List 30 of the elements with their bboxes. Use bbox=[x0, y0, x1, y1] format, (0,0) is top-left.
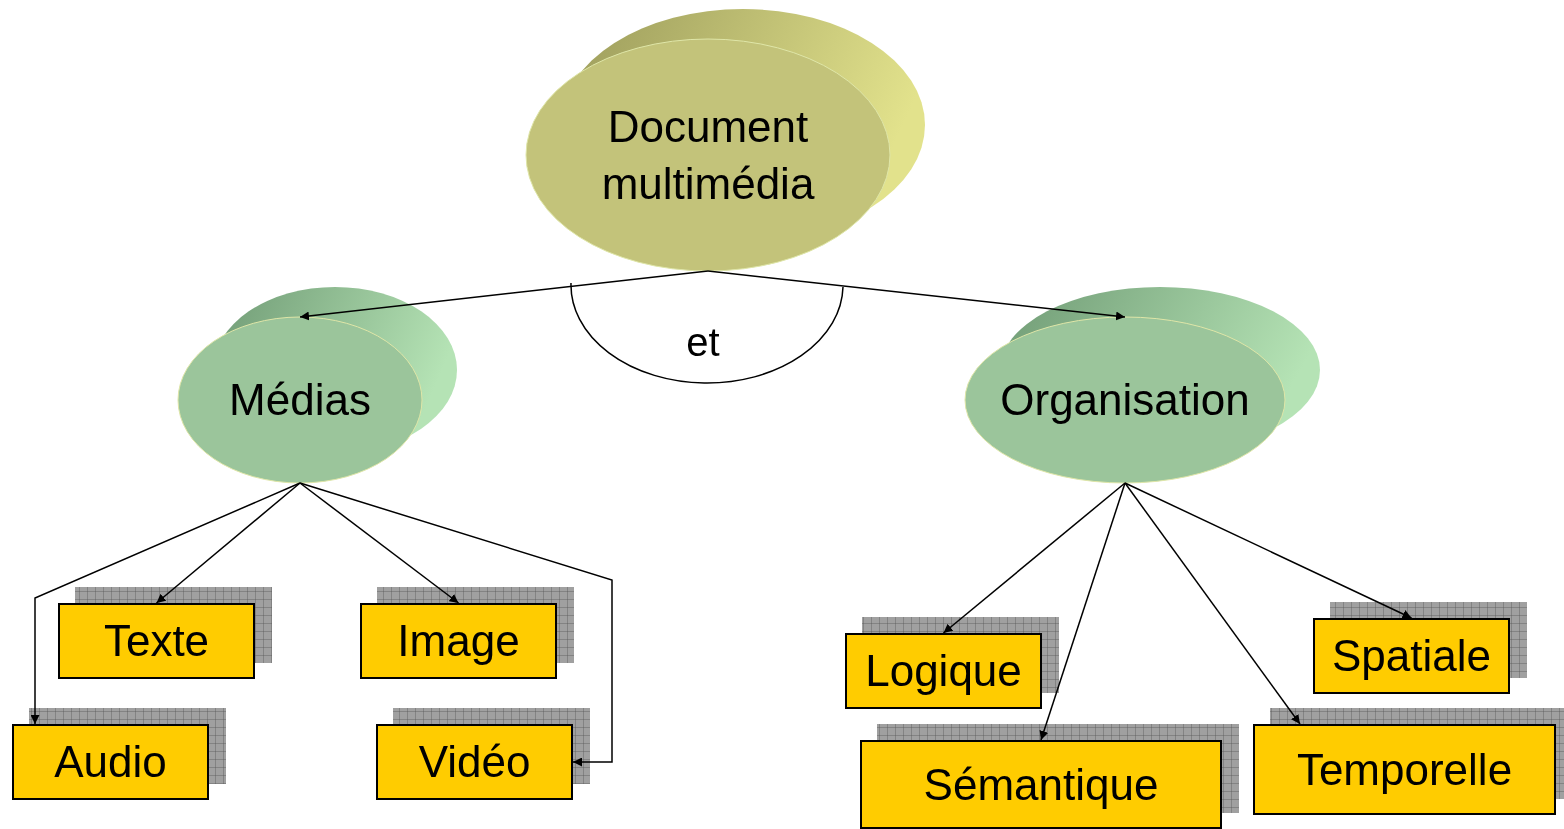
node-label: Audio bbox=[54, 736, 167, 789]
arrow bbox=[1039, 482, 1126, 741]
node-label: Médias bbox=[229, 374, 371, 427]
label-box bbox=[360, 603, 557, 679]
label-box bbox=[12, 724, 209, 800]
arrow bbox=[299, 482, 613, 767]
node-label: Document multimédia bbox=[600, 100, 816, 210]
arrow bbox=[299, 270, 709, 321]
node-label: Organisation bbox=[1000, 374, 1250, 427]
label-box bbox=[1313, 618, 1510, 694]
node-label: Logique bbox=[865, 645, 1022, 698]
label-box bbox=[845, 633, 1042, 709]
arrow bbox=[1124, 482, 1301, 725]
node-label: Spatiale bbox=[1332, 630, 1491, 683]
node-label: Texte bbox=[103, 615, 210, 668]
arrow bbox=[1124, 482, 1413, 619]
node-label: Vidéo bbox=[418, 736, 531, 789]
node-label: Image bbox=[397, 615, 520, 668]
arrow bbox=[707, 270, 1126, 321]
label-box bbox=[58, 603, 255, 679]
arrow bbox=[30, 482, 301, 725]
arrow bbox=[942, 482, 1126, 634]
node-label: Sémantique bbox=[923, 758, 1159, 811]
node-label: Temporelle bbox=[1296, 743, 1513, 796]
arc-label: et bbox=[686, 322, 720, 362]
arrow bbox=[155, 482, 301, 604]
label-box bbox=[1253, 724, 1556, 815]
arrow bbox=[299, 482, 460, 604]
label-box bbox=[860, 740, 1222, 829]
label-box bbox=[376, 724, 573, 800]
